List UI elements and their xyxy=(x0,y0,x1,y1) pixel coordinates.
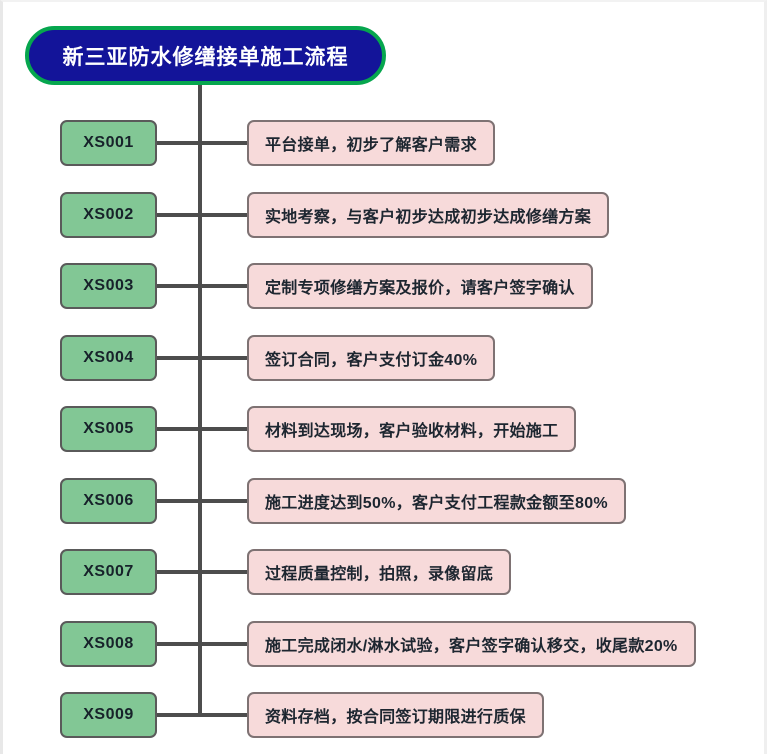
step-description-xs003[interactable]: 定制专项修缮方案及报价，请客户签字确认 xyxy=(247,263,593,309)
connector-line-left xyxy=(157,713,202,717)
connector-line-right xyxy=(198,713,248,717)
step-code-xs003[interactable]: XS003 xyxy=(60,263,157,309)
step-row: XS007 过程质量控制，拍照，录像留底 xyxy=(3,549,764,595)
step-code-xs007[interactable]: XS007 xyxy=(60,549,157,595)
connector-line-left xyxy=(157,355,202,360)
step-code-xs001[interactable]: XS001 xyxy=(60,120,157,166)
connector-line-left xyxy=(157,498,202,503)
step-description-xs009[interactable]: 资料存档，按合同签订期限进行质保 xyxy=(247,692,544,738)
step-row: XS004 签订合同，客户支付订金40% xyxy=(3,334,764,381)
connector-line-right xyxy=(198,427,248,431)
connector-line-right xyxy=(198,284,248,288)
step-code-xs004[interactable]: XS004 xyxy=(60,334,157,381)
step-code-xs008[interactable]: XS008 xyxy=(60,620,157,667)
step-row: XS002 实地考察，与客户初步达成初步达成修缮方案 xyxy=(3,191,764,238)
flowchart-title: 新三亚防水修缮接单施工流程 xyxy=(25,26,386,85)
step-row: XS006 施工进度达到50%，客户支付工程款金额至80% xyxy=(3,477,764,524)
connector-line-right xyxy=(198,355,248,360)
step-description-xs001[interactable]: 平台接单，初步了解客户需求 xyxy=(247,120,495,166)
step-row: XS008 施工完成闭水/淋水试验，客户签字确认移交，收尾款20% xyxy=(3,620,764,667)
step-description-xs006[interactable]: 施工进度达到50%，客户支付工程款金额至80% xyxy=(247,477,626,524)
connector-line-right xyxy=(198,498,248,503)
step-description-xs007[interactable]: 过程质量控制，拍照，录像留底 xyxy=(247,549,512,595)
step-description-xs008[interactable]: 施工完成闭水/淋水试验，客户签字确认移交，收尾款20% xyxy=(247,620,696,667)
step-row: XS009 资料存档，按合同签订期限进行质保 xyxy=(3,692,764,738)
connector-line-left xyxy=(157,141,202,145)
connector-line-right xyxy=(198,141,248,145)
step-code-xs009[interactable]: XS009 xyxy=(60,692,157,738)
connector-line-left xyxy=(157,212,202,217)
connector-line-left xyxy=(157,284,202,288)
step-description-xs002[interactable]: 实地考察，与客户初步达成初步达成修缮方案 xyxy=(247,191,610,238)
step-code-xs005[interactable]: XS005 xyxy=(60,406,157,452)
step-row: XS001 平台接单，初步了解客户需求 xyxy=(3,120,764,166)
step-row: XS003 定制专项修缮方案及报价，请客户签字确认 xyxy=(3,263,764,309)
connector-line-left xyxy=(157,427,202,431)
step-code-xs002[interactable]: XS002 xyxy=(60,191,157,238)
step-description-xs005[interactable]: 材料到达现场，客户验收材料，开始施工 xyxy=(247,406,577,452)
connector-line-left xyxy=(157,570,202,574)
connector-line-right xyxy=(198,212,248,217)
step-row: XS005 材料到达现场，客户验收材料，开始施工 xyxy=(3,406,764,452)
connector-line-right xyxy=(198,570,248,574)
step-code-xs006[interactable]: XS006 xyxy=(60,477,157,524)
connector-line-right xyxy=(198,641,248,646)
step-description-xs004[interactable]: 签订合同，客户支付订金40% xyxy=(247,334,496,381)
vertical-spine-line xyxy=(198,85,202,715)
connector-line-left xyxy=(157,641,202,646)
